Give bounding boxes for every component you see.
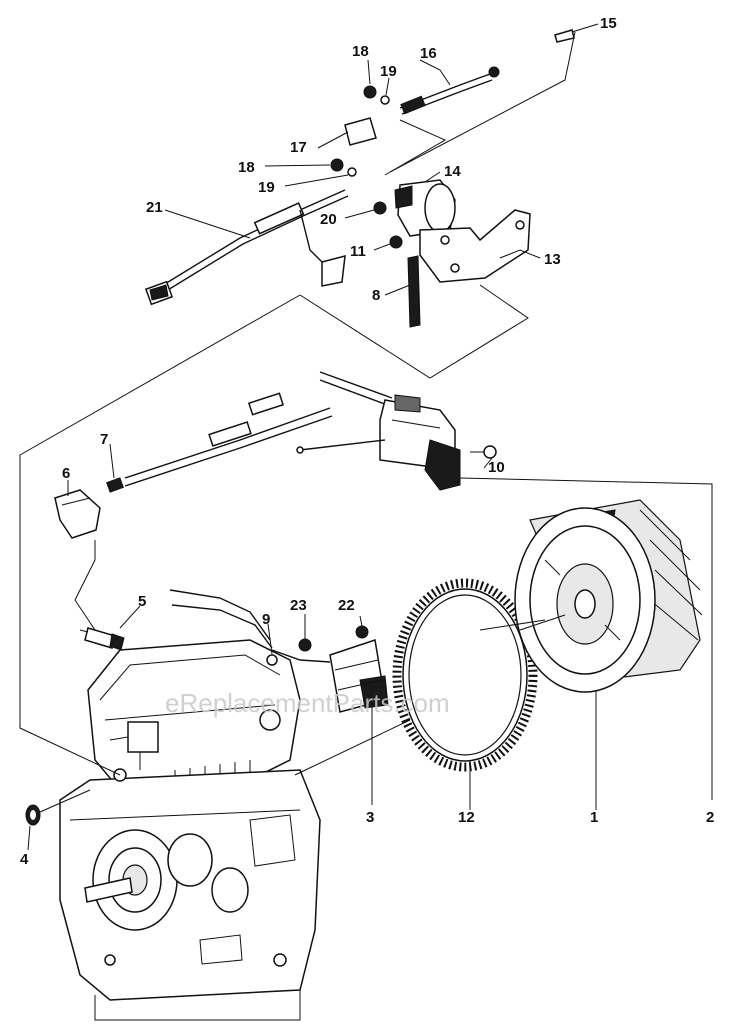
part-23-bolt	[298, 638, 312, 652]
callout-5: 5	[138, 593, 146, 610]
part-9-clip	[266, 654, 278, 666]
part-11-bolt	[389, 235, 403, 249]
callout-labels: 15 16 18 19 17 18 19 14 21 20 11 13 8 7 …	[20, 15, 714, 868]
part-14-solenoid	[394, 179, 456, 237]
part-10-starter	[296, 394, 497, 491]
callout-2: 2	[706, 809, 714, 826]
callout-18-upper: 18	[352, 43, 369, 60]
part-15-terminal	[554, 29, 575, 43]
part-5-spark-plug	[79, 627, 125, 651]
callout-16: 16	[420, 45, 437, 62]
callout-14: 14	[444, 163, 461, 180]
part-4-washer	[25, 804, 41, 826]
callout-17: 17	[290, 139, 307, 156]
part-7-connector	[106, 477, 124, 493]
ignition-cable	[124, 371, 393, 487]
engine-block	[59, 639, 321, 1021]
part-20-bolt	[373, 201, 387, 215]
part-6-plug-cap	[54, 489, 101, 539]
callout-13: 13	[544, 251, 561, 268]
callout-20: 20	[320, 211, 337, 228]
callout-3: 3	[366, 809, 374, 826]
callout-19-upper: 19	[380, 63, 397, 80]
callout-12: 12	[458, 809, 475, 826]
part-22-bolt	[355, 625, 369, 639]
callout-9: 9	[262, 611, 270, 628]
part-21-harness	[144, 189, 349, 306]
callout-21: 21	[146, 199, 163, 216]
callout-7: 7	[100, 431, 108, 448]
callout-10: 10	[488, 459, 505, 476]
part-12-ring-gear	[392, 578, 538, 772]
callout-18-lower: 18	[238, 159, 255, 176]
part-3-ignition-coil	[169, 589, 389, 713]
callout-22: 22	[338, 597, 355, 614]
part-16-cable	[399, 66, 500, 115]
assembly-lines	[19, 31, 576, 813]
part-8-plate	[407, 255, 421, 328]
watermark-text: eReplacementParts.com	[165, 688, 450, 718]
part-17-boot	[344, 117, 377, 146]
callout-1: 1	[590, 809, 598, 826]
callout-4: 4	[20, 851, 29, 868]
callout-8: 8	[372, 287, 380, 304]
part-19-washers	[347, 95, 390, 177]
callout-11: 11	[350, 243, 366, 260]
part-13-bracket	[419, 209, 531, 283]
part-18-nuts	[330, 85, 377, 172]
part-1-flywheel	[514, 499, 703, 693]
callout-6: 6	[62, 465, 70, 482]
callout-23: 23	[290, 597, 307, 614]
callout-19-lower: 19	[258, 179, 275, 196]
callout-leaders	[27, 23, 713, 851]
callout-15: 15	[600, 15, 617, 32]
